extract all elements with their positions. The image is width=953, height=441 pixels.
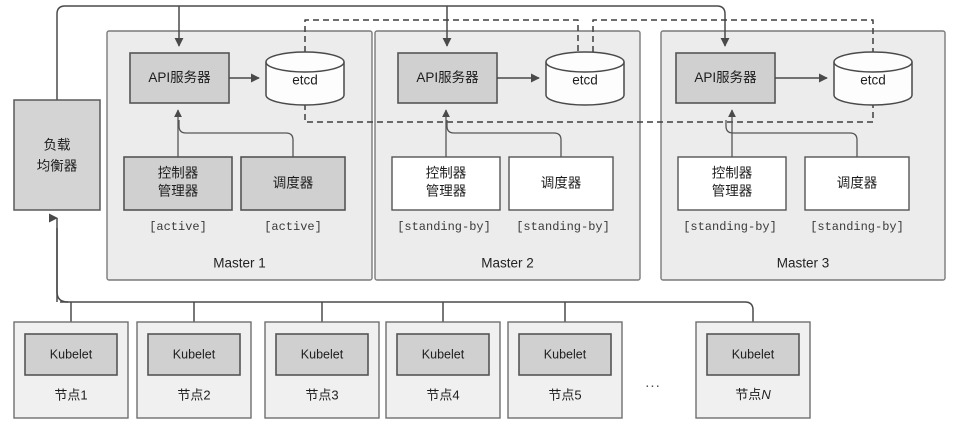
scheduler-1[interactable]: 调度器 xyxy=(240,156,346,211)
scheduler-2[interactable]: 调度器 xyxy=(508,156,614,211)
scheduler-state-2: [standing-by] xyxy=(516,220,610,234)
master-caption-1: Master 1 xyxy=(213,256,266,271)
node-n-prefix: 节点 xyxy=(735,387,761,402)
node-label-5: 节点5 xyxy=(548,387,581,402)
master-2-components: API服务器 etcd 控制器 管理器 调度器 [standing-by] [s… xyxy=(391,51,625,234)
master-3-components: API服务器 etcd 控制器 管理器 调度器 [standing-by] [s… xyxy=(675,51,913,234)
etcd-2-label: etcd xyxy=(572,73,598,88)
node-bus-to-load-balancer xyxy=(52,217,69,303)
node-3[interactable]: Kubelet 节点3 xyxy=(264,321,380,419)
kubelet-label-1: Kubelet xyxy=(50,347,93,361)
node-ellipsis: ... xyxy=(645,374,661,391)
api-server-3-label: API服务器 xyxy=(694,70,757,85)
api-server-2[interactable]: API服务器 xyxy=(397,52,498,104)
kubelet-label-3: Kubelet xyxy=(301,347,344,361)
node-5[interactable]: Kubelet 节点5 xyxy=(507,321,623,419)
node-2[interactable]: Kubelet 节点2 xyxy=(136,321,252,419)
master-1-components: API服务器 etcd 控制器 管理器 调度器 [active] [active… xyxy=(123,51,346,234)
kubelet-label-5: Kubelet xyxy=(544,347,587,361)
controller-manager-1-label-line2: 管理器 xyxy=(158,184,199,199)
controller-manager-1-label-line1: 控制器 xyxy=(158,166,199,181)
node-label-4: 节点4 xyxy=(426,387,459,402)
controller-manager-2-label-line1: 控制器 xyxy=(426,166,467,181)
etcd-cluster-dashed-links xyxy=(304,19,874,123)
etcd-1[interactable]: etcd xyxy=(265,51,345,106)
node-bus xyxy=(60,301,754,347)
node-1[interactable]: Kubelet 节点1 xyxy=(13,321,129,419)
scheduler-state-1: [active] xyxy=(264,220,322,234)
scheduler-to-api-elbow-1 xyxy=(178,120,294,157)
scheduler-state-3: [standing-by] xyxy=(810,220,904,234)
node-label-1: 节点1 xyxy=(54,387,87,402)
scheduler-2-label: 调度器 xyxy=(541,176,582,191)
node-n[interactable]: Kubelet 节点N xyxy=(695,321,811,419)
kubelet-label-2: Kubelet xyxy=(173,347,216,361)
scheduler-3-label: 调度器 xyxy=(837,176,878,191)
etcd-1-label: etcd xyxy=(292,73,318,88)
scheduler-to-api-elbow-2 xyxy=(446,120,562,157)
api-server-1-label: API服务器 xyxy=(148,70,211,85)
controller-state-2: [standing-by] xyxy=(397,220,491,234)
controller-state-3: [standing-by] xyxy=(683,220,777,234)
node-label-n: 节点N xyxy=(735,387,771,402)
scheduler-3[interactable]: 调度器 xyxy=(804,156,910,211)
controller-manager-2[interactable]: 控制器 管理器 xyxy=(391,156,501,211)
master-caption-2: Master 2 xyxy=(481,256,534,271)
node-label-3: 节点3 xyxy=(305,387,338,402)
kubelet-label-4: Kubelet xyxy=(422,347,465,361)
etcd-3-label: etcd xyxy=(860,73,886,88)
api-server-2-label: API服务器 xyxy=(416,70,479,85)
load-balancer[interactable]: 负载 均衡器 xyxy=(13,99,101,211)
controller-manager-2-label-line2: 管理器 xyxy=(426,184,467,199)
controller-manager-1[interactable]: 控制器 管理器 xyxy=(123,156,233,211)
api-server-1[interactable]: API服务器 xyxy=(129,52,230,104)
api-server-3[interactable]: API服务器 xyxy=(675,52,776,104)
etcd-2[interactable]: etcd xyxy=(545,51,625,106)
controller-manager-3-label-line2: 管理器 xyxy=(712,184,753,199)
node-label-2: 节点2 xyxy=(177,387,210,402)
kubelet-label-n: Kubelet xyxy=(732,347,775,361)
load-balancer-label-line2: 均衡器 xyxy=(37,159,78,174)
controller-manager-3-label-line1: 控制器 xyxy=(712,166,753,181)
load-balancer-to-api-connections xyxy=(56,5,730,100)
etcd-3[interactable]: etcd xyxy=(833,51,913,106)
load-balancer-label-line1: 负载 xyxy=(44,138,71,153)
node-4[interactable]: Kubelet 节点4 xyxy=(385,321,501,419)
master-caption-3: Master 3 xyxy=(777,256,830,271)
controller-state-1: [active] xyxy=(149,220,207,234)
node-n-suffix: N xyxy=(761,387,771,402)
controller-manager-3[interactable]: 控制器 管理器 xyxy=(677,156,787,211)
scheduler-1-label: 调度器 xyxy=(273,176,314,191)
scheduler-to-api-elbow-3 xyxy=(725,120,858,157)
